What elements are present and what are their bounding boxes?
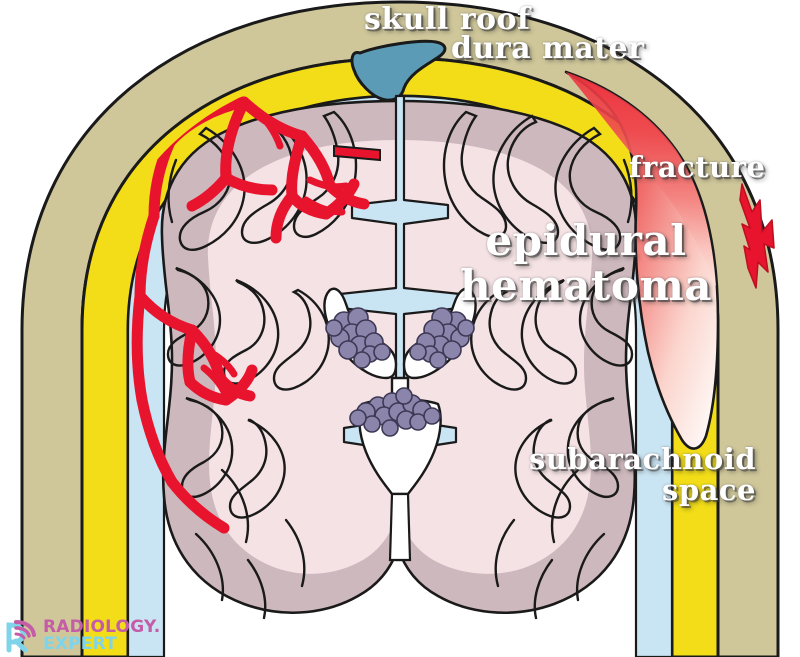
skull-fracture — [739, 183, 775, 289]
radiology-expert-logo[interactable]: RADIOLOGY. EXPERT — [5, 619, 160, 653]
superior-sagittal-sinus — [350, 39, 447, 102]
logo-word-expert: EXPERT — [43, 634, 117, 654]
cortical-artery-segment — [333, 144, 381, 162]
logo-r-mark-icon — [6, 620, 36, 653]
choroid-plexus — [325, 307, 475, 437]
epidural-hematoma — [564, 70, 720, 450]
logo-wordmark: RADIOLOGY. EXPERT — [43, 619, 160, 653]
artery-branch-detail — [200, 108, 350, 400]
right-hemisphere-sulci — [442, 110, 634, 620]
brain-parenchyma — [131, 94, 638, 620]
logo-word-radiology: RADIOLOGY. — [43, 617, 161, 637]
